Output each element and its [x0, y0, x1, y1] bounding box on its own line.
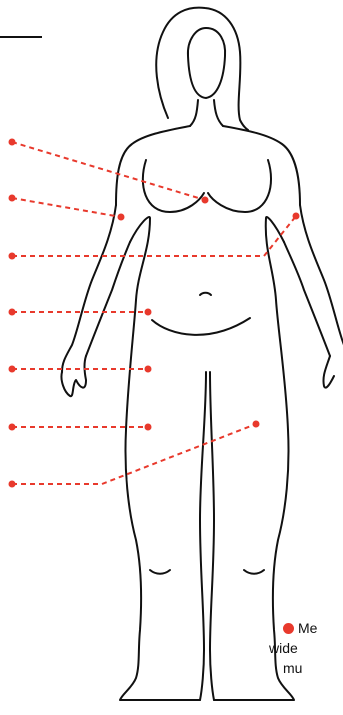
marker-upper-thigh [145, 424, 152, 431]
breast-left [143, 160, 204, 212]
dot-upper-arm-start [9, 195, 16, 202]
leader-chest [12, 142, 205, 200]
leader-upper-arm [12, 198, 121, 217]
neck-right [214, 100, 223, 126]
face-outline [188, 28, 225, 98]
marker-lower-thigh [253, 421, 260, 428]
hand-left [61, 356, 86, 396]
marker-upper-arm [118, 214, 125, 221]
breast-right [208, 160, 271, 212]
head-hair-outline [156, 8, 248, 130]
knee-right [244, 570, 264, 574]
dot-chest-start [9, 139, 16, 146]
caption-line-2: wide [269, 638, 343, 658]
marker-waist-right [293, 213, 300, 220]
arm-right-inner [284, 242, 330, 356]
caption-note: Me wide mu [283, 618, 343, 678]
caption-line-1: Me [283, 618, 343, 638]
caption-line-3: mu [283, 658, 343, 678]
shoulder-right [223, 126, 300, 205]
marker-lines [12, 142, 296, 484]
dot-waist-start [9, 253, 16, 260]
knee-left [150, 570, 170, 574]
dot-upper-thigh-start [9, 424, 16, 431]
header-rule [0, 36, 42, 38]
marker-belly [145, 309, 152, 316]
hand-right [323, 356, 334, 388]
neck-left [190, 100, 198, 126]
leader-lower-thigh [12, 424, 256, 484]
dot-belly-start [9, 309, 16, 316]
marker-hip [145, 366, 152, 373]
body-outline [61, 8, 343, 700]
marker-chest [202, 197, 209, 204]
belly-line [152, 318, 250, 335]
torso-left [120, 217, 200, 700]
bullet-dot-icon [283, 623, 294, 634]
navel [200, 293, 211, 295]
leg-inner [200, 372, 206, 700]
arm-left-inner [86, 242, 130, 356]
arm-right-outer [300, 205, 343, 345]
caption-text-1: Me [298, 620, 317, 636]
torso-right [214, 217, 294, 700]
dot-lower-thigh-start [9, 481, 16, 488]
dot-hip-start [9, 366, 16, 373]
leg-inner-right [210, 372, 214, 700]
